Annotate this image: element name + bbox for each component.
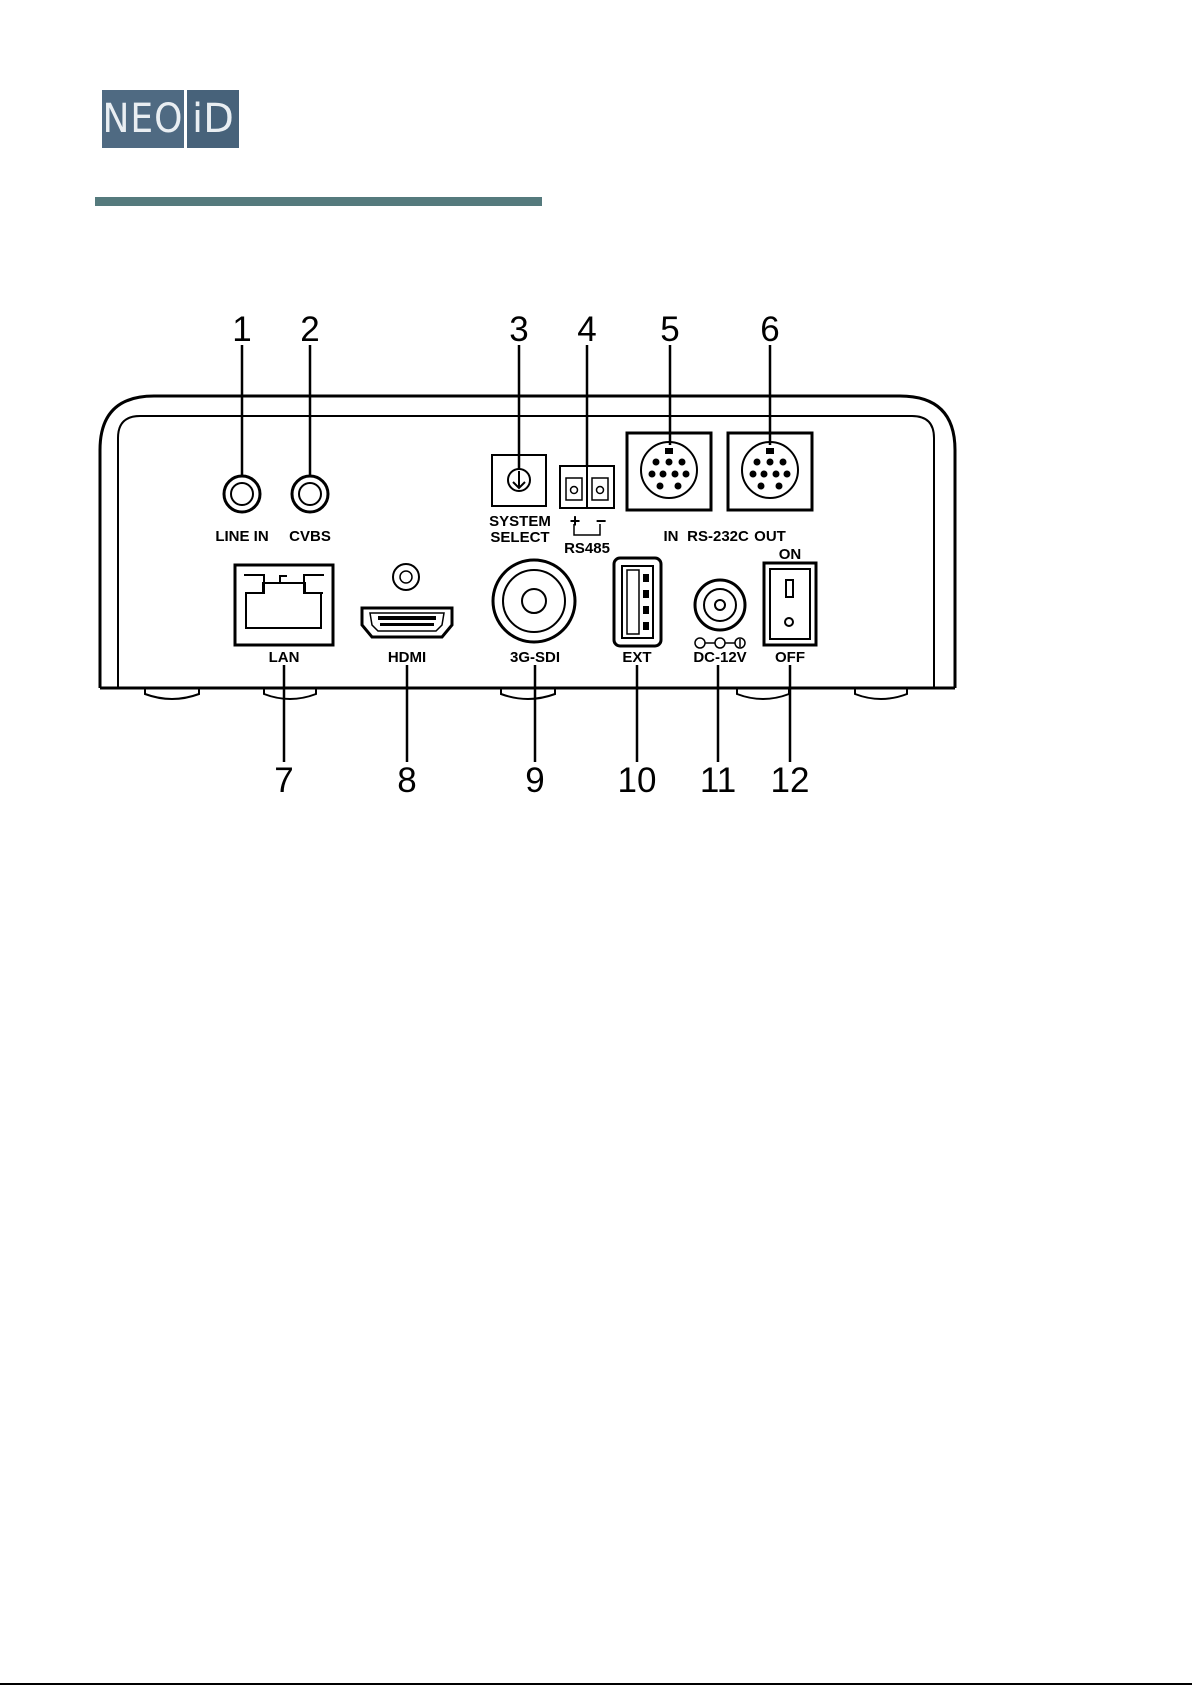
callout-number: 4 [577, 310, 596, 349]
callout-number: 5 [660, 310, 679, 349]
hdmi-lock-screw [393, 564, 419, 590]
polarity-label: − [596, 511, 607, 531]
port-label: SYSTEM [489, 513, 551, 530]
port-label: LAN [269, 649, 300, 666]
callout-number: 3 [509, 310, 528, 349]
foot [737, 688, 789, 699]
callout-number: 8 [397, 761, 416, 800]
line-in-jack [224, 476, 260, 512]
port-label: 3G-SDI [510, 649, 560, 666]
cvbs-jack [292, 476, 328, 512]
port-label: LINE IN [215, 528, 268, 545]
callout-number: 6 [760, 310, 779, 349]
callout-number: 9 [525, 761, 544, 800]
port-label: CVBS [289, 528, 331, 545]
port-label: SELECT [490, 529, 549, 546]
dc-12v-jack [695, 580, 745, 630]
callout-number: 12 [771, 761, 810, 800]
foot [855, 688, 907, 699]
port-label: OFF [775, 649, 805, 666]
port-label: ON [779, 546, 802, 563]
polarity-label: + [570, 511, 581, 531]
callout-number: 10 [618, 761, 657, 800]
power-switch [764, 563, 816, 645]
rear-panel-diagram: 1 2 3 4 5 6 7 8 9 10 11 12 LINE IN CVBS … [0, 0, 1192, 820]
port-label: HDMI [388, 649, 426, 666]
port-label: RS485 [564, 540, 610, 557]
port-label: IN [664, 528, 679, 545]
port-label: RS-232C [687, 528, 749, 545]
callout-number: 2 [300, 310, 319, 349]
sdi-bnc-port [493, 560, 575, 642]
foot [145, 688, 199, 699]
port-label: DC-12V [693, 649, 746, 666]
foot [501, 688, 555, 699]
port-label: OUT [754, 528, 786, 545]
callout-number: 11 [700, 761, 736, 800]
callout-number: 7 [274, 761, 293, 800]
callout-number: 1 [232, 310, 251, 349]
foot [264, 688, 316, 699]
port-label: EXT [622, 649, 651, 666]
